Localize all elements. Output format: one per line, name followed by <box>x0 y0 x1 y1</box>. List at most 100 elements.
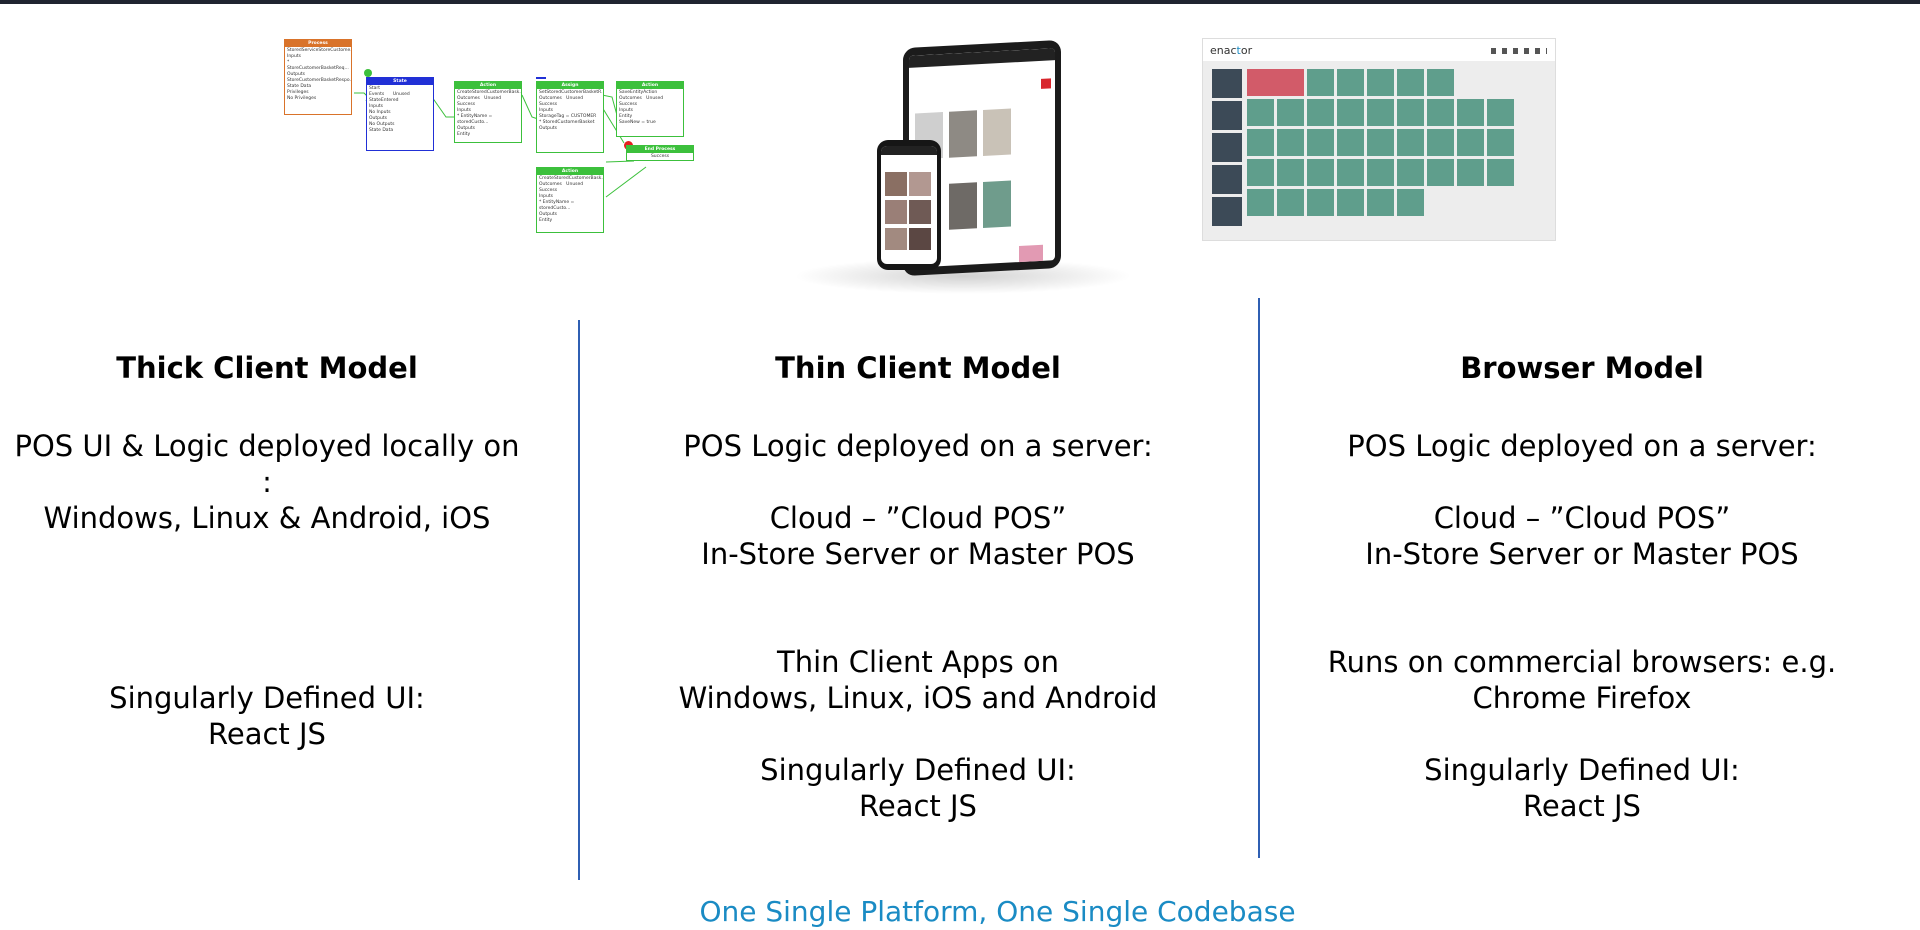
sidebar-tile <box>1212 69 1242 98</box>
node-title: Action <box>617 82 683 89</box>
app-tile <box>1367 159 1394 186</box>
app-tile <box>1307 99 1334 126</box>
browser-column: Browser Model POS Logic deployed on a se… <box>1320 350 1844 824</box>
app-tile <box>1367 189 1394 216</box>
app-tile <box>1277 129 1304 156</box>
app-tile <box>1277 159 1304 186</box>
thick-client-column: Thick Client Model POS UI & Logic deploy… <box>12 350 522 752</box>
product-thumb <box>909 200 931 224</box>
thin-client-column: Thin Client Model POS Logic deployed on … <box>660 350 1176 824</box>
column-text: Cloud – ”Cloud POS” In-Store Server or M… <box>701 501 1135 571</box>
enactor-header: enactor <box>1203 39 1555 61</box>
sidebar-tile <box>1212 197 1242 226</box>
tablet-header <box>909 48 1055 68</box>
app-tile <box>1337 129 1364 156</box>
column-divider <box>578 320 580 880</box>
phone-header <box>881 146 937 155</box>
product-thumb <box>885 228 907 250</box>
flow-node-action-3: Action CreateStoredCustomerBask...Outcom… <box>536 167 604 233</box>
app-tile <box>1337 189 1364 216</box>
column-title: Browser Model <box>1460 351 1704 385</box>
app-tile <box>1397 69 1424 96</box>
product-thumb <box>949 110 977 158</box>
node-title: Action <box>537 168 603 175</box>
column-text: Thin Client Apps on Windows, Linux, iOS … <box>678 645 1158 715</box>
start-marker <box>364 69 372 77</box>
column-text: Singularly Defined UI: React JS <box>760 753 1076 823</box>
node-start-label: Start <box>369 86 380 91</box>
platform-tagline: One Single Platform, One Single Codebase <box>699 895 1296 928</box>
app-tile <box>1457 159 1484 186</box>
app-tile <box>1397 99 1424 126</box>
flow-node-assign: Assign SetStoredCustomerBasketR...Outcom… <box>536 81 604 153</box>
app-tile <box>1337 69 1364 96</box>
column-title: Thick Client Model <box>116 351 418 385</box>
node-title: Assign <box>537 82 603 89</box>
flow-node-action-1: Action CreateStoredCustomerBask...Outcom… <box>454 81 522 143</box>
app-tile <box>1247 129 1274 156</box>
app-tile <box>1397 129 1424 156</box>
product-thumb <box>983 108 1011 156</box>
top-bar <box>0 0 1920 4</box>
tablet-phone-image <box>773 30 1133 300</box>
column-text: Singularly Defined UI: React JS <box>109 681 425 751</box>
app-tile <box>1247 99 1274 126</box>
product-thumb <box>885 200 907 224</box>
app-tile <box>1307 69 1334 96</box>
node-title: Action <box>455 82 521 89</box>
node-title: Process <box>285 40 351 47</box>
column-text: Runs on commercial browsers: e.g. Chrome… <box>1327 645 1837 715</box>
column-text: Singularly Defined UI: React JS <box>1424 753 1740 823</box>
node-outcome: Success <box>650 154 670 159</box>
column-text: POS UI & Logic deployed locally on : Win… <box>14 429 520 535</box>
app-tile <box>1337 159 1364 186</box>
app-tile <box>1427 99 1454 126</box>
app-tile <box>1307 159 1334 186</box>
app-tile <box>1427 159 1454 186</box>
app-tile <box>1427 129 1454 156</box>
product-thumb <box>949 182 977 230</box>
product-thumb <box>909 228 931 250</box>
column-divider <box>1258 298 1260 858</box>
sidebar-tile <box>1212 133 1242 162</box>
product-thumb <box>909 172 931 196</box>
app-tile <box>1427 69 1454 96</box>
sidebar-tile <box>1212 165 1242 194</box>
sidebar-tile <box>1212 101 1242 130</box>
flow-connectors <box>354 92 647 198</box>
column-text: POS Logic deployed on a server: <box>1347 429 1817 463</box>
flow-node-end: End Process Success <box>626 145 694 161</box>
enactor-logo: enactor <box>1210 44 1253 57</box>
app-tile <box>1277 189 1304 216</box>
app-tile <box>1247 159 1274 186</box>
product-thumb <box>885 172 907 196</box>
app-tile <box>1487 129 1514 156</box>
product-thumb <box>1019 244 1043 265</box>
process-flow-diagram: Process StoredServiceStoreCustome...Inpu… <box>284 37 696 237</box>
app-tile <box>1337 99 1364 126</box>
app-tile <box>1457 129 1484 156</box>
enactor-sidebar <box>1212 69 1242 229</box>
app-tile <box>1307 129 1334 156</box>
column-text: Cloud – ”Cloud POS” In-Store Server or M… <box>1365 501 1799 571</box>
app-tile <box>1247 69 1304 96</box>
app-tile <box>1457 99 1484 126</box>
app-tile <box>1367 69 1394 96</box>
app-tile <box>1487 99 1514 126</box>
app-tile <box>1277 99 1304 126</box>
toolbar-icons <box>1491 48 1547 54</box>
app-tile <box>1397 189 1424 216</box>
app-tile <box>1367 99 1394 126</box>
flow-node-process: Process StoredServiceStoreCustome...Inpu… <box>284 39 352 115</box>
column-text: POS Logic deployed on a server: <box>683 429 1153 463</box>
app-tile <box>1487 159 1514 186</box>
phone-screen <box>881 146 937 264</box>
enactor-browser-screenshot: enactor <box>1202 38 1556 241</box>
app-tile <box>1307 189 1334 216</box>
node-title: State <box>367 78 433 85</box>
tablet-red-button <box>1041 78 1051 89</box>
phone-device <box>877 140 941 270</box>
column-title: Thin Client Model <box>775 351 1061 385</box>
